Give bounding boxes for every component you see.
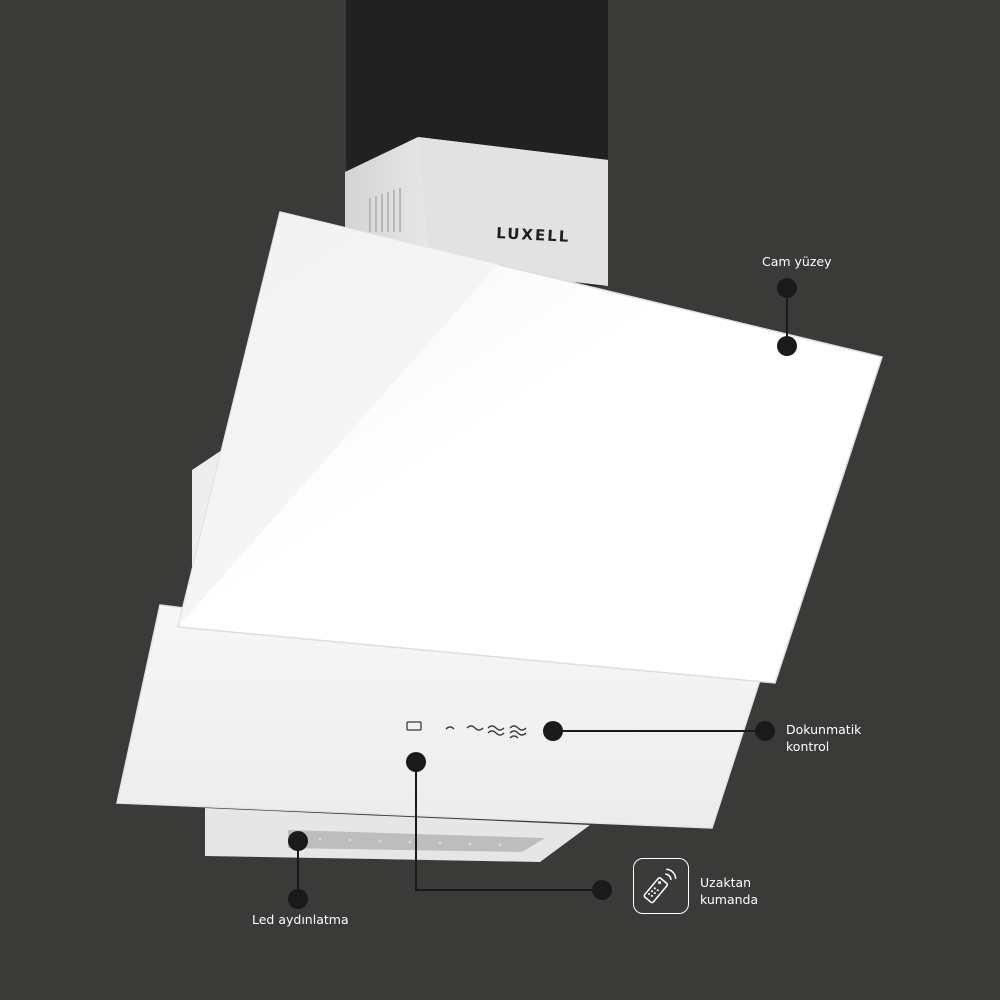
chimney-upper bbox=[346, 0, 608, 172]
label-touch-control: Dokunmatik kontrol bbox=[786, 721, 861, 755]
label-led-lighting: Led aydınlatma bbox=[252, 912, 349, 927]
light-icon[interactable] bbox=[406, 721, 422, 731]
brand-logo: LUXELL bbox=[496, 224, 571, 246]
callout-touch-control bbox=[543, 721, 775, 741]
power-icon[interactable] bbox=[509, 725, 527, 739]
label-touch-control-line1: Dokunmatik bbox=[786, 722, 862, 737]
led-strip-dots bbox=[318, 837, 502, 847]
steel-housing-front bbox=[418, 137, 608, 286]
label-touch-control-line2: kontrol bbox=[786, 739, 830, 754]
touch-control-panel bbox=[406, 721, 527, 739]
glass-reflection bbox=[178, 212, 498, 627]
speed-medium-icon[interactable] bbox=[466, 725, 484, 731]
remote-control-badge bbox=[633, 858, 689, 914]
label-glass-surface: Cam yüzey bbox=[762, 254, 832, 269]
callout-remote bbox=[406, 752, 612, 900]
speed-low-icon[interactable] bbox=[445, 726, 455, 730]
remote-control-icon bbox=[643, 868, 677, 904]
vent-grille bbox=[369, 188, 401, 232]
label-remote-control-line1: Uzaktan bbox=[700, 875, 752, 890]
label-remote-control-line2: kumanda bbox=[700, 892, 759, 907]
callout-led bbox=[288, 831, 308, 909]
callout-glass-surface bbox=[777, 278, 797, 356]
label-remote-control: Uzaktan kumanda bbox=[700, 874, 758, 908]
speed-high-icon[interactable] bbox=[487, 725, 505, 736]
